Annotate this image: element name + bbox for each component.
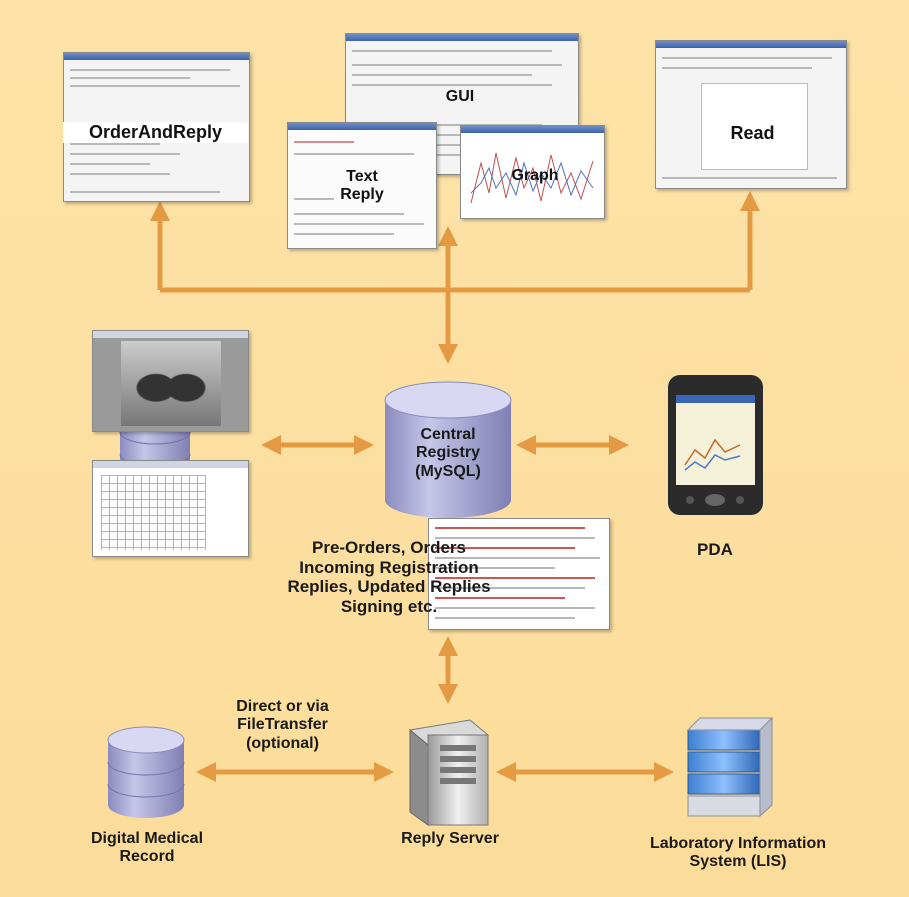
middle-connector-arrows	[196, 435, 674, 782]
top-connector-arrows	[150, 191, 760, 364]
text-reply-label: Text Reply	[340, 168, 384, 204]
ecg-chart-window	[92, 460, 249, 557]
central-registry-label: Central Registry (MySQL)	[415, 426, 481, 480]
graph-window	[460, 125, 605, 219]
text-reply-window	[287, 122, 437, 249]
handheld-pda-icon	[668, 375, 763, 515]
graph-label: Graph	[511, 167, 559, 184]
lis-label: Laboratory Information System (LIS)	[649, 835, 826, 871]
graph-thumbnail-plot	[470, 152, 594, 204]
gui-label: GUI	[445, 88, 475, 105]
read-label: Read	[730, 123, 775, 143]
digital-medical-record-label: Digital Medical Record	[90, 830, 204, 866]
transfer-note-label: Direct or via FileTransfer (optional)	[236, 698, 329, 752]
read-window	[655, 40, 847, 189]
pda-label: PDA	[697, 540, 733, 559]
central-registry-database-icon	[384, 381, 512, 518]
xray-image-window	[92, 330, 249, 432]
reply-server-label: Reply Server	[401, 830, 499, 847]
digital-medical-record-database-icon	[107, 726, 185, 818]
registry-contents-label: Pre-Orders, Orders Incoming Registration…	[287, 538, 491, 616]
lis-stacked-database-icon	[686, 716, 774, 818]
order-and-reply-label: OrderAndReply	[63, 122, 248, 143]
registry-log-window	[428, 518, 610, 630]
server-tower-icon	[408, 719, 490, 826]
